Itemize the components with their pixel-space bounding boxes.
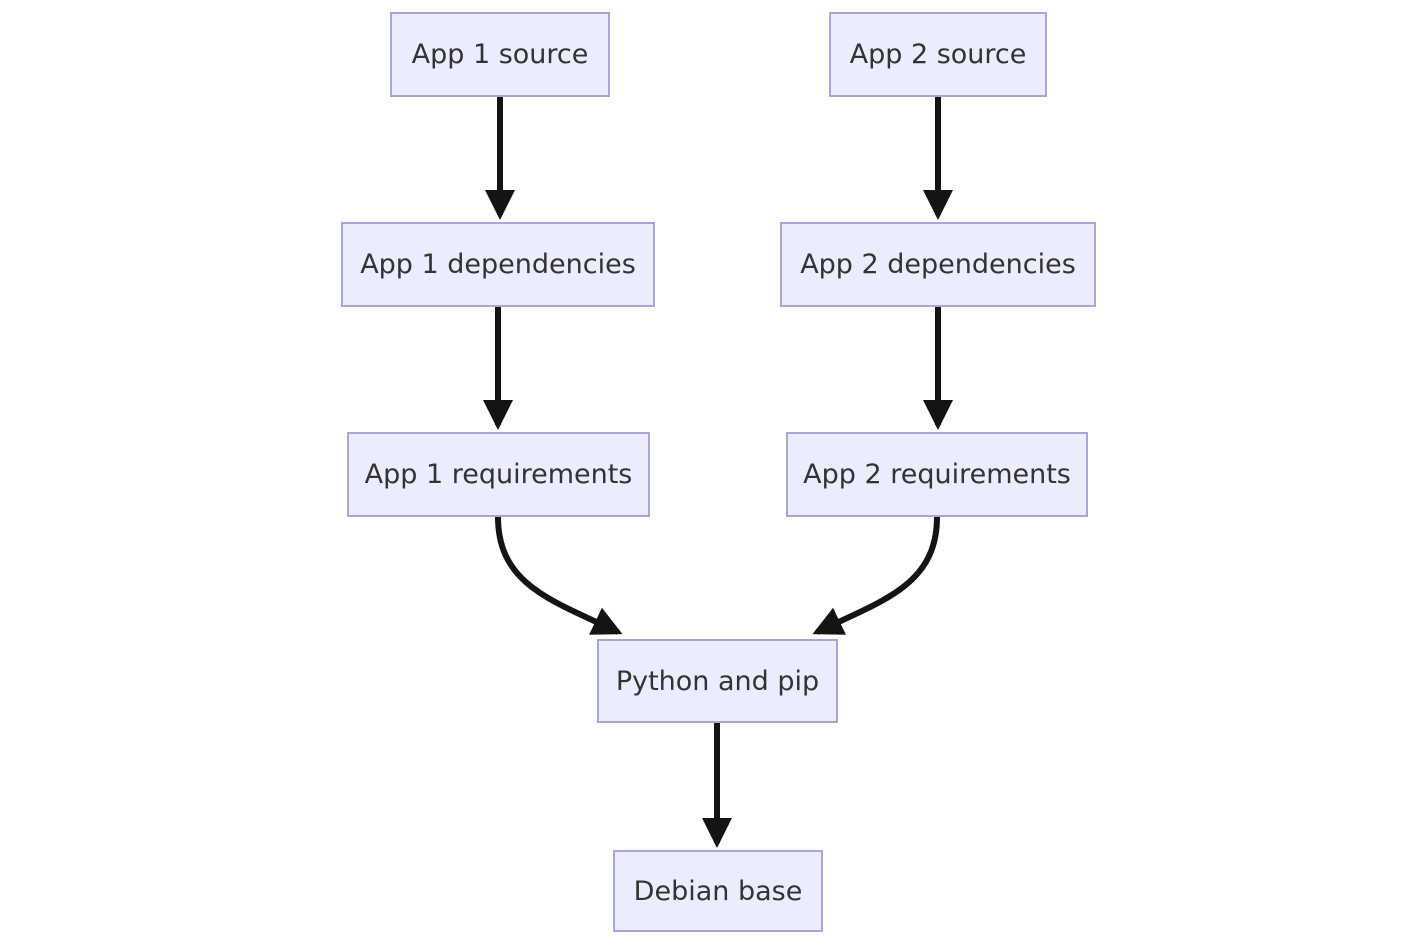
node-app1-dependencies: App 1 dependencies	[341, 222, 655, 307]
node-debian-base: Debian base	[613, 850, 823, 932]
node-app2-requirements: App 2 requirements	[786, 432, 1088, 517]
edge-app1-requirements-to-python-and-pip	[495, 516, 623, 635]
node-app1-source: App 1 source	[390, 12, 610, 97]
node-app2-requirements-label: App 2 requirements	[803, 459, 1071, 490]
node-app2-dependencies: App 2 dependencies	[780, 222, 1096, 307]
node-app1-requirements: App 1 requirements	[347, 432, 650, 517]
edge-app2-requirements-to-python-and-pip	[812, 516, 940, 635]
node-python-and-pip-label: Python and pip	[615, 665, 820, 697]
node-debian-base-label: Debian base	[633, 875, 803, 907]
node-python-and-pip: Python and pip	[597, 639, 838, 723]
node-app2-dependencies-label: App 2 dependencies	[800, 249, 1076, 280]
node-app1-source-label: App 1 source	[411, 39, 589, 70]
node-app1-requirements-label: App 1 requirements	[364, 459, 633, 490]
node-app2-source: App 2 source	[829, 12, 1047, 97]
node-app2-source-label: App 2 source	[849, 39, 1027, 70]
node-app1-dependencies-label: App 1 dependencies	[360, 249, 636, 280]
